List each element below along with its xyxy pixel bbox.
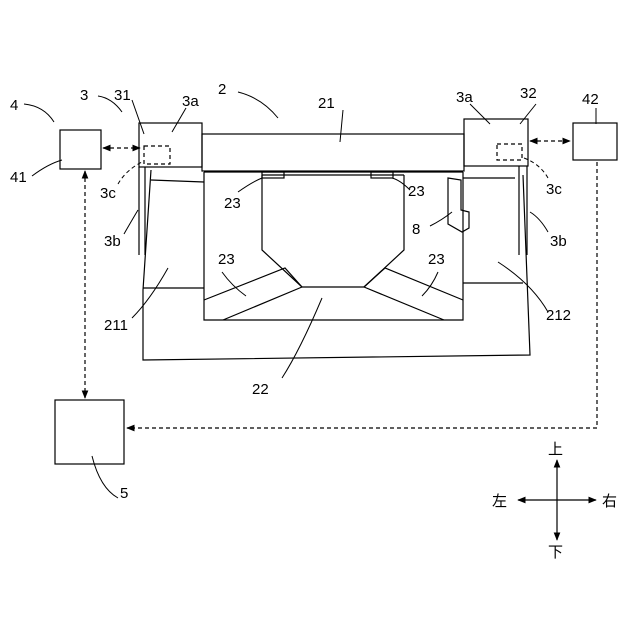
- leader-3b-left: [124, 210, 138, 234]
- body-frame: [143, 170, 530, 360]
- leader-4: [24, 104, 54, 122]
- leader-41: [32, 160, 62, 176]
- label-3b-left: 3b: [104, 233, 121, 250]
- label-23-top-right: 23: [408, 183, 425, 200]
- leader-2: [238, 92, 278, 118]
- label-32: 32: [520, 85, 537, 102]
- label-212: 212: [546, 307, 571, 324]
- label-3c-left: 3c: [100, 185, 116, 202]
- label-21: 21: [318, 95, 335, 112]
- leader-21: [340, 110, 343, 142]
- leader-212: [498, 262, 548, 312]
- chute-23-right-lower: [364, 287, 444, 320]
- part-8: [448, 178, 469, 232]
- label-4: 4: [10, 97, 18, 114]
- leader-22: [282, 298, 322, 378]
- label-31: 31: [114, 87, 131, 104]
- label-211: 211: [104, 317, 128, 334]
- unit-32-box: [464, 119, 528, 166]
- label-23-lower-right: 23: [428, 251, 445, 268]
- leader-31: [132, 100, 144, 134]
- body-top-left: [151, 180, 204, 182]
- unit-31-box: [139, 123, 202, 167]
- chute-23-left-lower: [223, 287, 302, 320]
- label-3b-right: 3b: [550, 233, 567, 250]
- compass-down-label: 下: [548, 543, 563, 561]
- leader-3b-right: [530, 212, 548, 232]
- label-23-lower-left: 23: [218, 251, 235, 268]
- label-8: 8: [412, 221, 420, 238]
- label-5: 5: [120, 485, 128, 502]
- unit-32-sensor-3c: [497, 144, 522, 160]
- box-5: [55, 400, 124, 464]
- compass-up-label: 上: [548, 440, 563, 458]
- label-22: 22: [252, 381, 269, 398]
- box-42: [573, 123, 617, 160]
- chute-23-right-upper: [364, 268, 463, 300]
- beam-21: [202, 134, 464, 171]
- box-41: [60, 130, 101, 169]
- compass-left-label: 左: [492, 492, 507, 510]
- leader-3a-left: [172, 108, 186, 132]
- label-3: 3: [80, 87, 88, 104]
- label-3c-right: 3c: [546, 181, 562, 198]
- leader-23-top-left: [238, 178, 262, 192]
- leader-23-lower-left: [222, 272, 246, 296]
- label-42: 42: [582, 91, 599, 108]
- leader-3a-right: [470, 104, 490, 124]
- compass-right-label: 右: [602, 492, 617, 510]
- label-3a-right: 3a: [456, 89, 473, 106]
- label-2: 2: [218, 81, 226, 98]
- unit-31-sensor-3c: [144, 146, 170, 164]
- label-23-top-left: 23: [224, 195, 241, 212]
- label-3a-left: 3a: [182, 93, 199, 110]
- label-41: 41: [10, 169, 27, 186]
- leader-211: [132, 268, 168, 318]
- leader-5: [92, 456, 118, 498]
